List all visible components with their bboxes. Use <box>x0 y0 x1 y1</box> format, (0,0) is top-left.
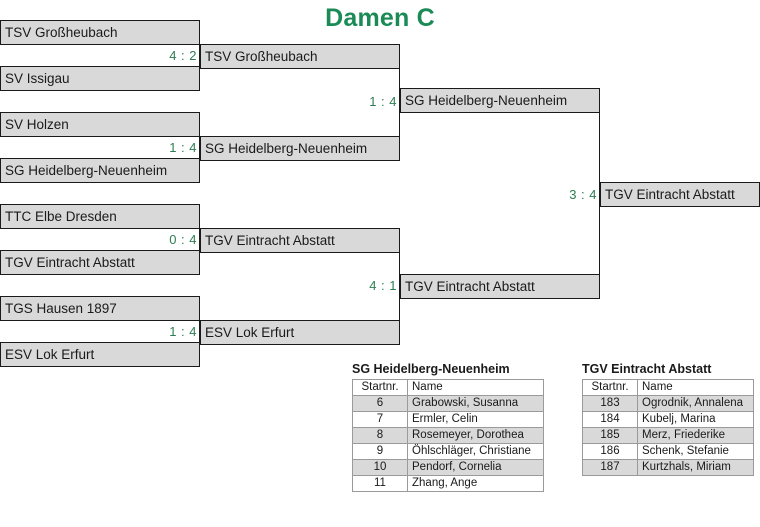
bracket-team-box[interactable]: SV Holzen <box>0 112 200 137</box>
table-row[interactable]: 187 Kurtzhals, Miriam <box>582 459 754 476</box>
bracket-score: 4 : 2 <box>169 48 197 63</box>
bracket-connector <box>399 228 400 345</box>
player-startnr: 183 <box>582 395 638 412</box>
bracket-score: 0 : 4 <box>169 232 197 247</box>
bracket-connector <box>199 20 200 91</box>
player-startnr: 8 <box>352 427 408 444</box>
bracket-team-box[interactable]: SG Heidelberg-Neuenheim <box>200 136 400 161</box>
player-startnr: 7 <box>352 411 408 428</box>
roster-title: TGV Eintracht Abstatt <box>582 362 712 376</box>
player-name: Schenk, Stefanie <box>637 443 754 460</box>
bracket-connector <box>199 112 200 183</box>
player-name: Merz, Friederike <box>637 427 754 444</box>
table-row[interactable]: 183 Ogrodnik, Annalena <box>582 395 754 412</box>
bracket-team-box[interactable]: SV Issigau <box>0 66 200 91</box>
player-startnr: 11 <box>352 475 408 492</box>
roster-header-row: Startnr. Name <box>352 379 544 396</box>
table-row[interactable]: 8 Rosemeyer, Dorothea <box>352 427 544 444</box>
table-row[interactable]: 10 Pendorf, Cornelia <box>352 459 544 476</box>
table-row[interactable]: 6 Grabowski, Susanna <box>352 395 544 412</box>
player-startnr: 184 <box>582 411 638 428</box>
player-startnr: 9 <box>352 443 408 460</box>
bracket-team-box[interactable]: TGV Eintracht Abstatt <box>0 250 200 275</box>
roster-col-name: Name <box>637 379 754 396</box>
table-row[interactable]: 9 Öhlschläger, Christiane <box>352 443 544 460</box>
roster-tgv-eintracht-abstatt: TGV Eintracht Abstatt Startnr. Name 183 … <box>582 362 754 476</box>
bracket-score: 4 : 1 <box>369 278 397 293</box>
bracket-score: 1 : 4 <box>169 324 197 339</box>
table-row[interactable]: 7 Ermler, Celin <box>352 411 544 428</box>
bracket-score: 1 : 4 <box>169 140 197 155</box>
player-startnr: 186 <box>582 443 638 460</box>
bracket-connector <box>199 296 200 367</box>
player-startnr: 10 <box>352 459 408 476</box>
table-row[interactable]: 186 Schenk, Stefanie <box>582 443 754 460</box>
player-name: Kubelj, Marina <box>637 411 754 428</box>
bracket-connector <box>599 88 600 299</box>
player-name: Rosemeyer, Dorothea <box>407 427 544 444</box>
roster-table: Startnr. Name 183 Ogrodnik, Annalena 184… <box>582 379 754 476</box>
player-name: Ogrodnik, Annalena <box>637 395 754 412</box>
bracket-team-box[interactable]: SG Heidelberg-Neuenheim <box>400 88 600 113</box>
bracket-connector <box>399 44 400 161</box>
bracket-team-box[interactable]: TGS Hausen 1897 <box>0 296 200 321</box>
player-startnr: 185 <box>582 427 638 444</box>
player-name: Grabowski, Susanna <box>407 395 544 412</box>
table-row[interactable]: 11 Zhang, Ange <box>352 475 544 492</box>
roster-col-startnr: Startnr. <box>352 379 408 396</box>
bracket-connector <box>199 204 200 275</box>
roster-title: SG Heidelberg-Neuenheim <box>352 362 510 376</box>
player-name: Zhang, Ange <box>407 475 544 492</box>
bracket-team-box[interactable]: ESV Lok Erfurt <box>200 320 400 345</box>
player-name: Öhlschläger, Christiane <box>407 443 544 460</box>
roster-table: Startnr. Name 6 Grabowski, Susanna 7 Erm… <box>352 379 544 492</box>
player-startnr: 6 <box>352 395 408 412</box>
bracket-team-box[interactable]: TGV Eintracht Abstatt <box>400 274 600 299</box>
roster-col-startnr: Startnr. <box>582 379 638 396</box>
bracket-team-box[interactable]: TSV Großheubach <box>0 20 200 45</box>
bracket-team-box[interactable]: ESV Lok Erfurt <box>0 342 200 367</box>
roster-sg-heidelberg-neuenheim: SG Heidelberg-Neuenheim Startnr. Name 6 … <box>352 362 544 492</box>
bracket-team-box[interactable]: TGV Eintracht Abstatt <box>200 228 400 253</box>
player-name: Kurtzhals, Miriam <box>637 459 754 476</box>
bracket-score: 3 : 4 <box>569 187 597 202</box>
player-name: Ermler, Celin <box>407 411 544 428</box>
bracket-team-box[interactable]: SG Heidelberg-Neuenheim <box>0 158 200 183</box>
player-startnr: 187 <box>582 459 638 476</box>
page-title: Damen C <box>325 4 435 32</box>
bracket-team-box[interactable]: TSV Großheubach <box>200 44 400 69</box>
roster-col-name: Name <box>407 379 544 396</box>
player-name: Pendorf, Cornelia <box>407 459 544 476</box>
bracket-team-box[interactable]: TTC Elbe Dresden <box>0 204 200 229</box>
bracket-winner-box[interactable]: TGV Eintracht Abstatt <box>600 182 760 207</box>
table-row[interactable]: 185 Merz, Friederike <box>582 427 754 444</box>
roster-header-row: Startnr. Name <box>582 379 754 396</box>
table-row[interactable]: 184 Kubelj, Marina <box>582 411 754 428</box>
bracket-score: 1 : 4 <box>369 94 397 109</box>
